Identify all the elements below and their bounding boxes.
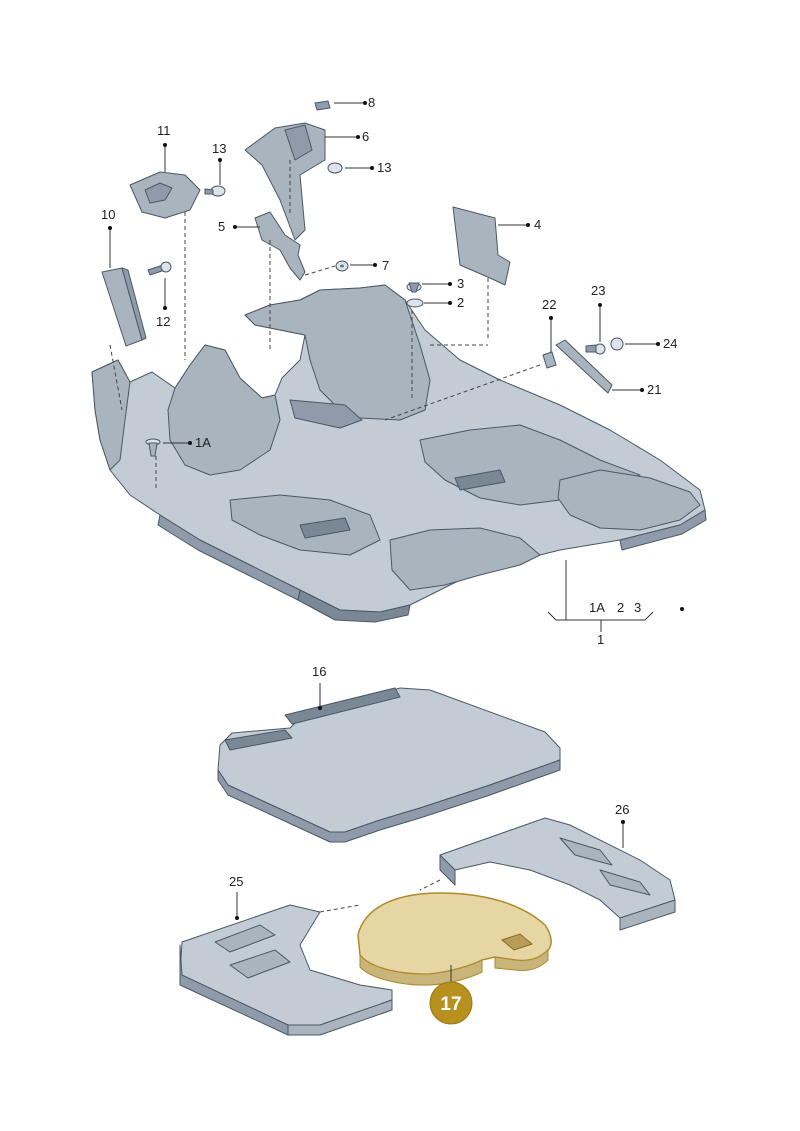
clip-24[interactable] bbox=[610, 337, 624, 351]
label-25[interactable]: 25 bbox=[229, 874, 243, 889]
label-16[interactable]: 16 bbox=[312, 664, 326, 679]
label-7[interactable]: 7 bbox=[382, 258, 389, 273]
bracket-6[interactable] bbox=[244, 122, 326, 241]
trim-10[interactable] bbox=[101, 267, 147, 347]
screw-12[interactable] bbox=[147, 261, 172, 276]
group-label-2: 2 bbox=[617, 600, 624, 615]
clip-3[interactable] bbox=[406, 282, 422, 293]
bracket-11[interactable] bbox=[129, 171, 201, 219]
label-2[interactable]: 2 bbox=[457, 295, 464, 310]
group-label-1a: 1A bbox=[589, 600, 605, 615]
label-1[interactable]: 1 bbox=[597, 632, 604, 647]
label-12[interactable]: 12 bbox=[156, 314, 170, 329]
label-13a[interactable]: 13 bbox=[212, 141, 226, 156]
label-8[interactable]: 8 bbox=[368, 95, 375, 110]
floor-panel-16[interactable] bbox=[217, 687, 561, 843]
latch-5[interactable] bbox=[254, 211, 306, 281]
label-1a[interactable]: 1A bbox=[195, 435, 211, 450]
badge-17[interactable]: 17 bbox=[429, 981, 473, 1025]
screw-13a[interactable] bbox=[204, 185, 226, 197]
label-3[interactable]: 3 bbox=[457, 276, 464, 291]
label-13b[interactable]: 13 bbox=[377, 160, 391, 175]
screw-23[interactable] bbox=[585, 343, 606, 355]
label-22[interactable]: 22 bbox=[542, 297, 556, 312]
bolt-8[interactable] bbox=[314, 100, 331, 111]
tray-25[interactable] bbox=[179, 904, 393, 1036]
label-10[interactable]: 10 bbox=[101, 207, 115, 222]
label-11[interactable]: 11 bbox=[157, 123, 171, 138]
label-23[interactable]: 23 bbox=[591, 283, 605, 298]
label-24[interactable]: 24 bbox=[663, 336, 677, 351]
rail-21[interactable] bbox=[555, 339, 613, 394]
panel-4[interactable] bbox=[452, 206, 511, 286]
part-labels: 8 6 13 11 13 10 5 4 7 3 2 23 22 12 24 21… bbox=[101, 95, 677, 889]
label-6[interactable]: 6 bbox=[362, 129, 369, 144]
foam-insert-17[interactable] bbox=[357, 892, 552, 986]
clip-2[interactable] bbox=[406, 298, 424, 308]
group-label-3: 3 bbox=[634, 600, 641, 615]
clip-22[interactable] bbox=[542, 351, 557, 369]
label-5[interactable]: 5 bbox=[218, 219, 225, 234]
label-17: 17 bbox=[440, 994, 461, 1015]
label-21[interactable]: 21 bbox=[647, 382, 661, 397]
plug-1a[interactable] bbox=[145, 438, 161, 457]
tray-26[interactable] bbox=[439, 817, 676, 931]
nut-13b[interactable] bbox=[327, 162, 343, 174]
floor-carpet[interactable] bbox=[91, 284, 707, 623]
washer-7[interactable] bbox=[335, 260, 349, 272]
label-26[interactable]: 26 bbox=[615, 802, 629, 817]
label-4[interactable]: 4 bbox=[534, 217, 541, 232]
